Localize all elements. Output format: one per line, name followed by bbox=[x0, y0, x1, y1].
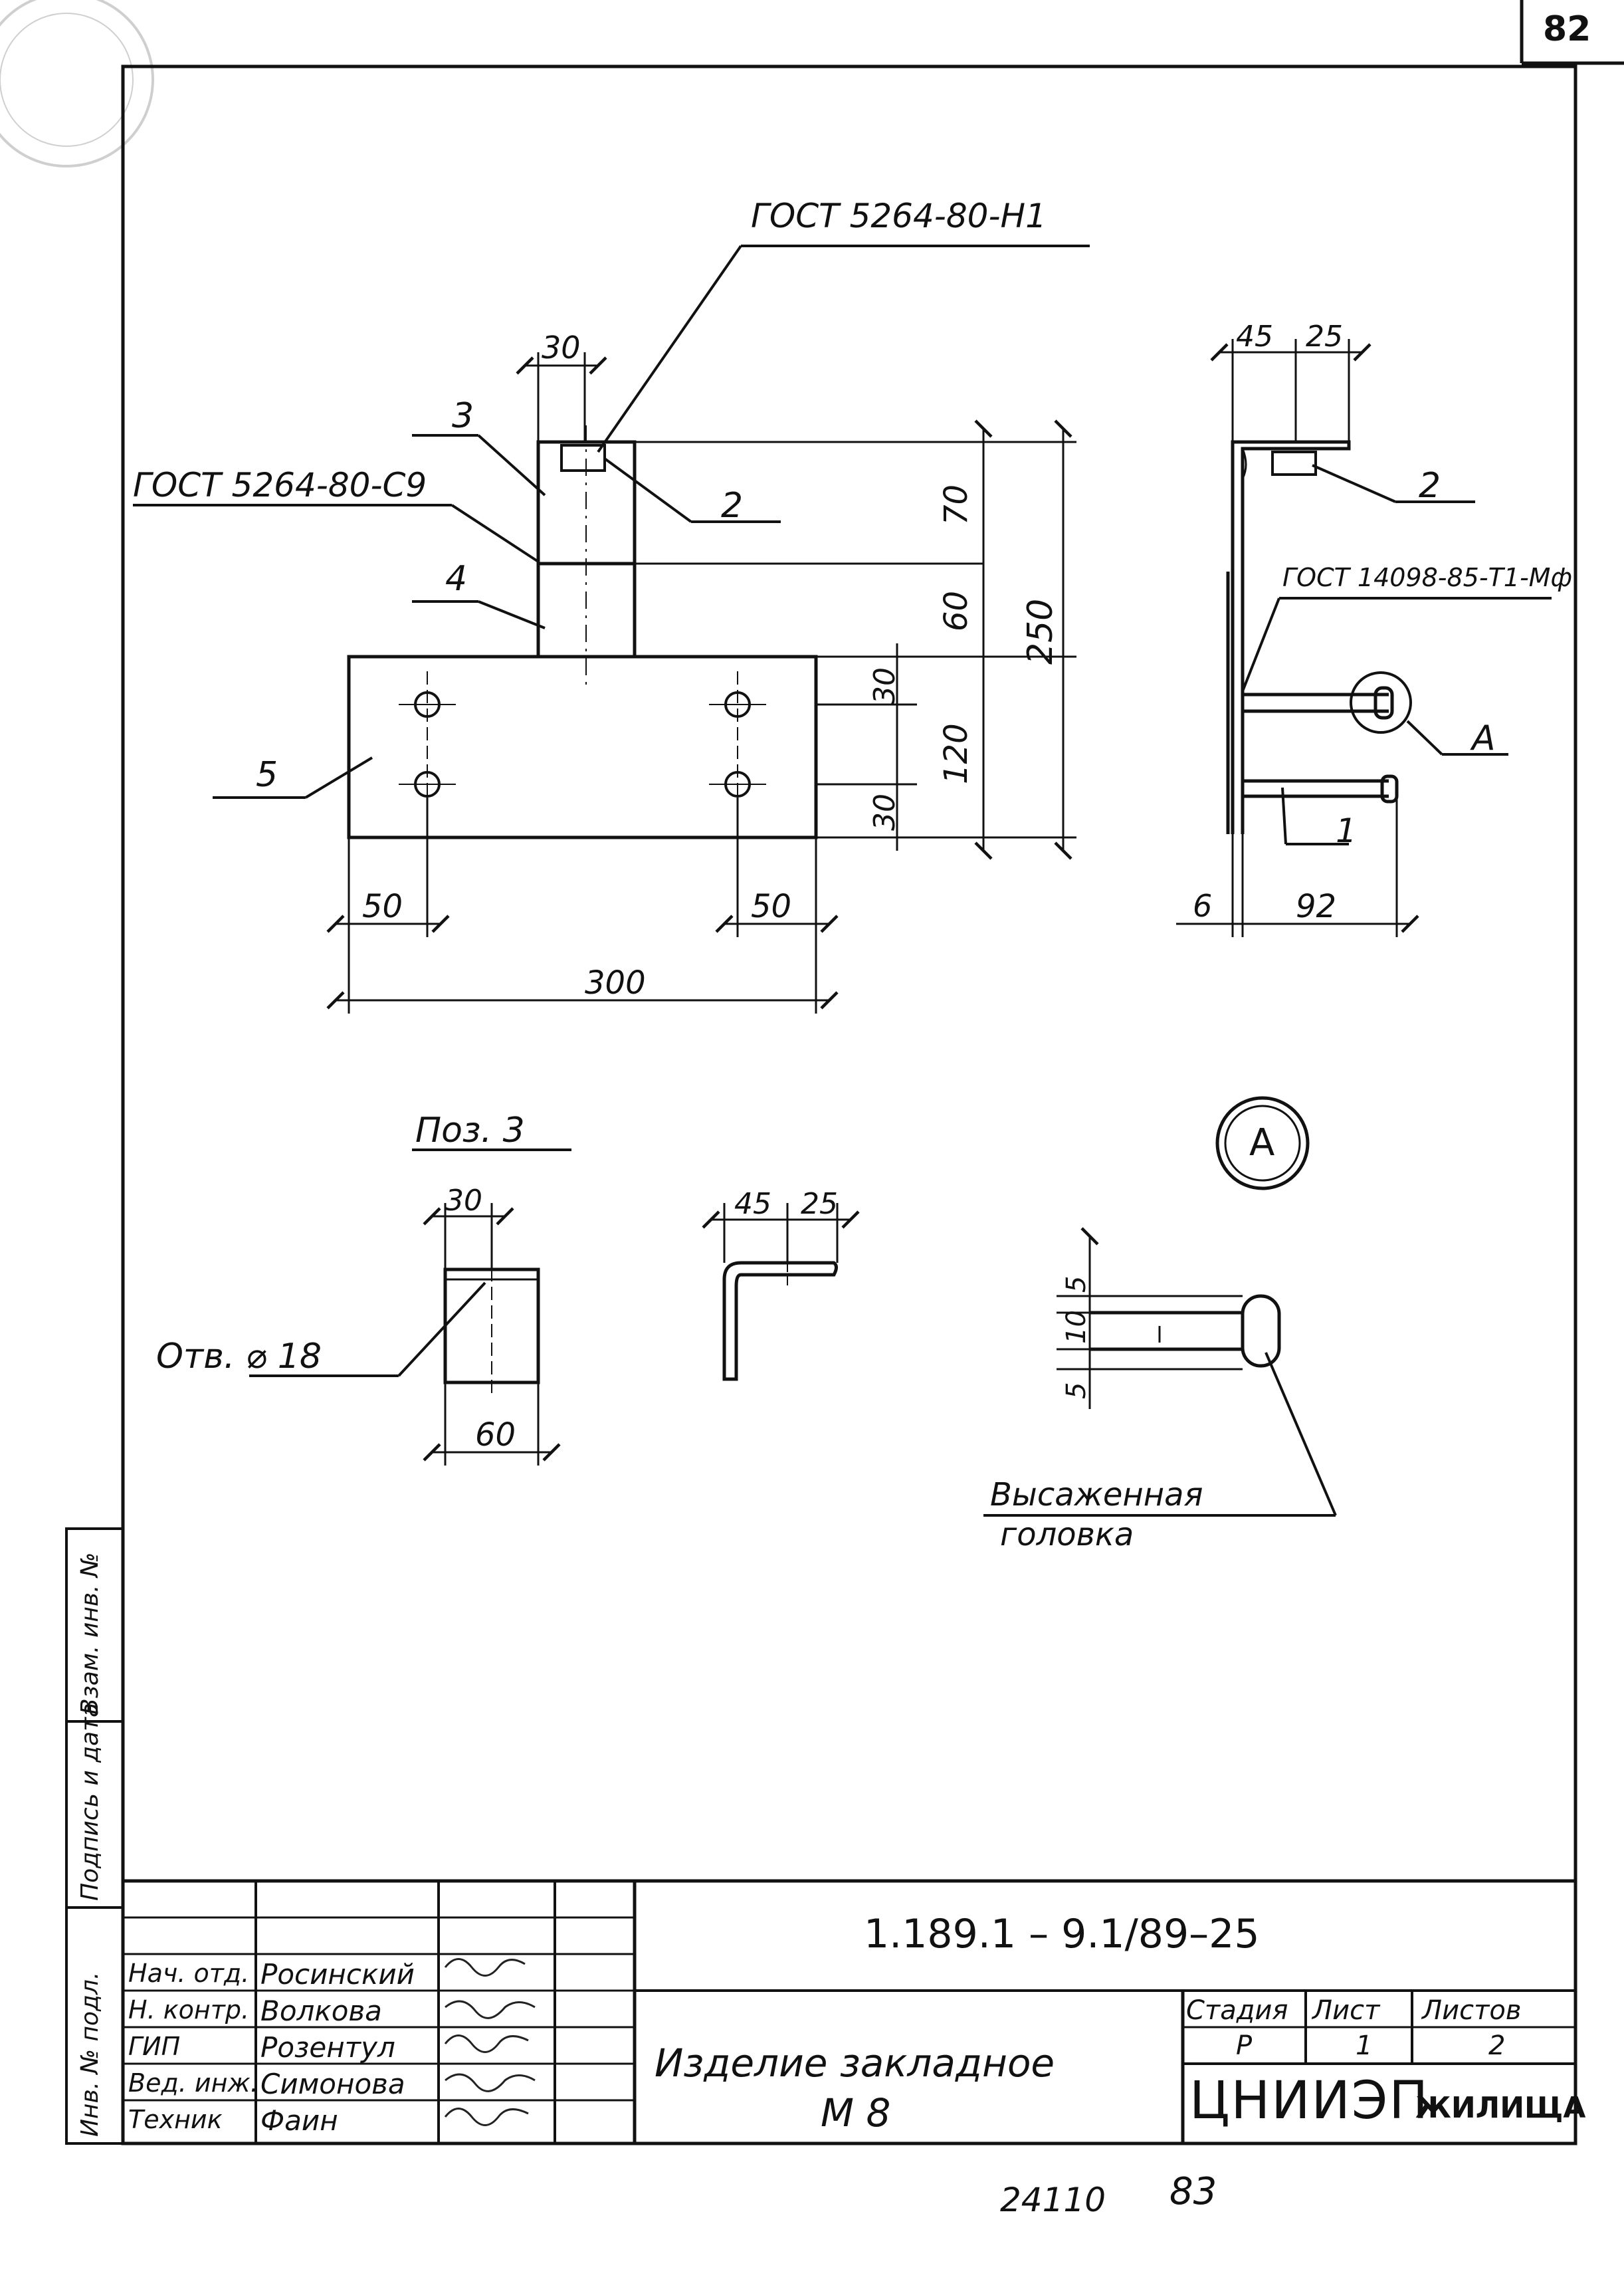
pos3-dimensions bbox=[423, 1203, 860, 1466]
role-norm-control: Н. контр. bbox=[128, 1995, 250, 2024]
document-code: 1.189.1 – 9.1/89–25 bbox=[864, 1911, 1260, 1957]
upset-head-label-line2: головка bbox=[1000, 1516, 1134, 1553]
dim-front-50-left: 50 bbox=[362, 888, 403, 925]
dim-pos3-60: 60 bbox=[475, 1416, 516, 1454]
gost-c9-label: ГОСТ 5264-80-С9 bbox=[133, 466, 427, 504]
position-4-label: 4 bbox=[445, 559, 468, 599]
front-view-dimensions bbox=[326, 352, 1076, 1014]
side-stamp-frame bbox=[65, 1527, 124, 2145]
archive-stamp bbox=[0, 0, 154, 167]
dim-front-30-upper: 30 bbox=[868, 667, 902, 705]
part-4-strip bbox=[536, 562, 637, 659]
hole-label: Отв. ⌀ 18 bbox=[156, 1337, 322, 1376]
item-title-line2: М 8 bbox=[821, 2090, 891, 2135]
dim-detail-5-top: 5 bbox=[1061, 1275, 1092, 1293]
position-5-label: 5 bbox=[256, 755, 278, 795]
dim-front-60: 60 bbox=[938, 590, 975, 631]
dim-front-30-lower: 30 bbox=[868, 794, 902, 831]
part-5-base-plate bbox=[347, 655, 818, 839]
stage-value: Р bbox=[1236, 2030, 1253, 2061]
stage-header: Стадия bbox=[1186, 1995, 1288, 2026]
main-frame bbox=[121, 64, 1577, 2145]
sheet-header: Лист bbox=[1312, 1995, 1380, 2026]
dim-side-45: 45 bbox=[1236, 320, 1273, 354]
side-position-2-label: 2 bbox=[1419, 466, 1441, 506]
pos3-leaders bbox=[249, 1148, 571, 1377]
name-chief-engineer: Розентул bbox=[260, 2031, 395, 2064]
sheet-value: 1 bbox=[1356, 2030, 1373, 2061]
side-stamp-inv-vzam: Взам. инв. № bbox=[76, 1552, 104, 1715]
side-stamp-inv-podl: Инв. № подл. bbox=[76, 1971, 104, 2137]
dim-front-250: 250 bbox=[1021, 598, 1061, 665]
page-number: 83 bbox=[1169, 2170, 1217, 2213]
role-lead-engineer: Вед. инж. bbox=[128, 2068, 258, 2098]
pos3-front-view bbox=[443, 1250, 540, 1396]
side-view bbox=[1226, 440, 1412, 834]
dim-front-30: 30 bbox=[542, 330, 581, 366]
role-head-dept: Нач. отд. bbox=[128, 1959, 250, 1988]
sheet-number: 82 bbox=[1543, 9, 1591, 49]
detail-a-title: А bbox=[1249, 1121, 1275, 1164]
organization-subtitle: ЖИЛИЩА bbox=[1415, 2091, 1586, 2125]
name-head-dept: Росинский bbox=[260, 1958, 415, 1991]
dim-side-6: 6 bbox=[1193, 888, 1213, 924]
upset-head-label-line1: Высаженная bbox=[990, 1476, 1203, 1513]
dim-front-300: 300 bbox=[585, 964, 646, 1002]
title-block-grid bbox=[123, 1879, 1575, 2143]
side-view-dimensions bbox=[1176, 339, 1419, 937]
dim-detail-10: 10 bbox=[1061, 1310, 1092, 1344]
front-view bbox=[347, 425, 818, 839]
position-2-label: 2 bbox=[721, 486, 744, 526]
dim-detail-5-bottom: 5 bbox=[1061, 1382, 1092, 1399]
pos3-side-view bbox=[722, 1250, 838, 1381]
anchor-holes bbox=[399, 671, 766, 818]
role-technician: Техник bbox=[128, 2105, 223, 2134]
organization-logo: ЦНИИЭП bbox=[1189, 2071, 1430, 2131]
side-view-leaders bbox=[1241, 464, 1552, 845]
dim-pos3-30: 30 bbox=[445, 1184, 482, 1218]
name-lead-engineer: Симонова bbox=[260, 2068, 405, 2100]
side-position-1-label: 1 bbox=[1336, 812, 1357, 850]
archive-number: 24110 bbox=[1000, 2181, 1106, 2219]
detail-a-reference: А bbox=[1472, 718, 1496, 758]
name-norm-control: Волкова bbox=[260, 1995, 382, 2027]
dim-front-70: 70 bbox=[938, 484, 975, 525]
detail-a bbox=[983, 1096, 1337, 1517]
name-technician: Фаин bbox=[260, 2104, 338, 2137]
dim-pos3-45: 45 bbox=[734, 1187, 771, 1221]
dim-side-92: 92 bbox=[1296, 888, 1337, 925]
sheets-value: 2 bbox=[1488, 2030, 1506, 2061]
pos3-title: Поз. 3 bbox=[415, 1111, 525, 1150]
dim-front-120: 120 bbox=[938, 723, 975, 784]
detail-a-circle-small bbox=[1350, 671, 1412, 734]
gost-14098-label: ГОСТ 14098-85-Т1-Мф bbox=[1282, 563, 1572, 592]
sheets-header: Листов bbox=[1422, 1995, 1522, 2026]
position-3-label: 3 bbox=[452, 396, 474, 436]
dim-front-50-right: 50 bbox=[751, 888, 792, 925]
gost-h1-label: ГОСТ 5264-80-Н1 bbox=[751, 197, 1047, 235]
sheet-number-box bbox=[1520, 0, 1624, 65]
role-chief-engineer: ГИП bbox=[128, 2032, 181, 2061]
side-stamp-sign-date: Подпись и дата bbox=[76, 1702, 104, 1901]
dim-side-25: 25 bbox=[1306, 320, 1343, 354]
dim-pos3-25: 25 bbox=[801, 1187, 838, 1221]
detail-a-circle bbox=[1215, 1096, 1310, 1190]
item-title-line1: Изделие закладное bbox=[655, 2040, 1055, 2086]
signatures bbox=[444, 1958, 536, 2126]
front-view-leaders bbox=[133, 245, 1090, 799]
